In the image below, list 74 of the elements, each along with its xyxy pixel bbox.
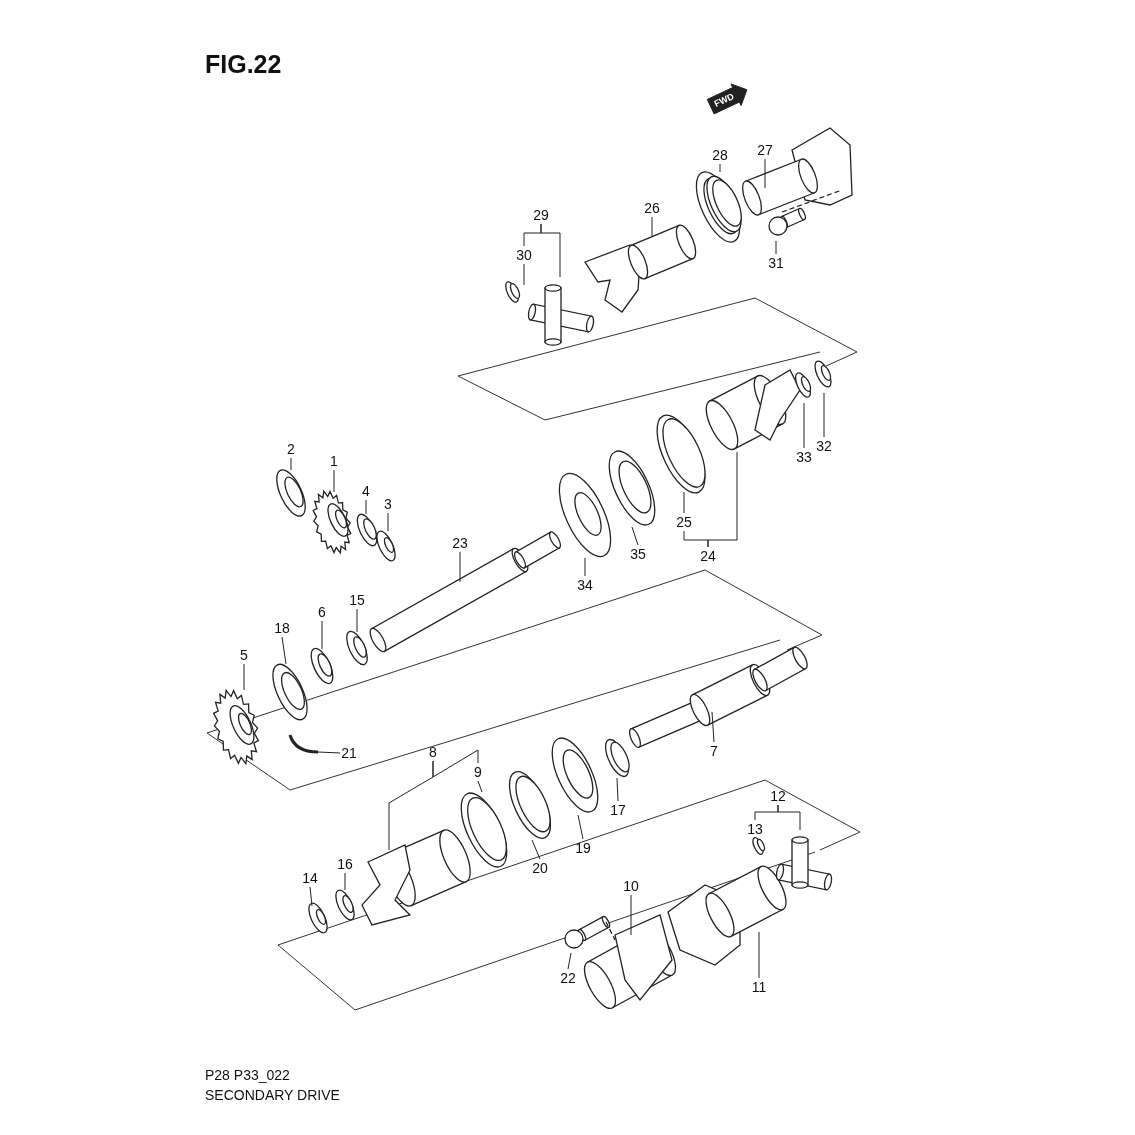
leader-line: [775, 240, 777, 255]
leader-line: [387, 512, 389, 532]
figure-caption: SECONDARY DRIVE: [205, 1087, 340, 1103]
leader-line: [531, 839, 541, 860]
callout-number: 32: [816, 438, 832, 454]
callout-number: 2: [287, 441, 295, 457]
leader-line: [317, 751, 341, 754]
leader-line: [764, 158, 766, 189]
leader-line: [577, 814, 584, 840]
leader-line: [651, 216, 653, 237]
leader-line: [711, 711, 715, 743]
callout-number: 15: [349, 592, 365, 608]
leader-line: [719, 163, 721, 173]
leader-line: [281, 636, 287, 665]
callout-number: 29: [533, 207, 549, 223]
leader-line: [309, 886, 313, 907]
leader-line: [243, 663, 245, 691]
leader-line: [365, 499, 367, 515]
drawing-code: P28 P33_022: [205, 1067, 290, 1083]
callout-number: 21: [341, 745, 357, 761]
callout-number: 14: [302, 870, 318, 886]
leader-line: [777, 804, 801, 831]
leader-line: [432, 749, 479, 778]
callout-number: 23: [452, 535, 468, 551]
callout-number: 10: [623, 878, 639, 894]
leader-line: [823, 392, 825, 438]
leader-line: [477, 780, 483, 793]
callout-number: 16: [337, 856, 353, 872]
leader-line: [523, 263, 525, 286]
callout-number: 3: [384, 496, 392, 512]
leader-line: [683, 491, 685, 514]
leader-line: [333, 469, 335, 493]
callout-number: 13: [747, 821, 763, 837]
leader-line: [344, 872, 346, 891]
callout-number: 18: [274, 620, 290, 636]
callout-number: 33: [796, 449, 812, 465]
callout-number: 1: [330, 453, 338, 469]
callout-number: 31: [768, 255, 784, 271]
leader-line: [321, 620, 323, 650]
callout-number: 25: [676, 514, 692, 530]
callout-number: 24: [700, 548, 716, 564]
callout-number: 4: [362, 483, 370, 499]
leader-line: [540, 223, 561, 278]
leader-line: [707, 451, 738, 548]
callout-number: 19: [575, 840, 591, 856]
callout-number: 6: [318, 604, 326, 620]
leader-line: [631, 526, 639, 546]
leader-line: [803, 402, 805, 449]
figure-title: FIG.22: [205, 50, 282, 79]
leader-line: [630, 894, 632, 936]
leader-line: [758, 931, 760, 979]
leader-line: [584, 557, 586, 577]
leader-line: [290, 457, 292, 471]
callout-number: 28: [712, 147, 728, 163]
callout-number: 5: [240, 647, 248, 663]
callout-number: 22: [560, 970, 576, 986]
leader-line: [567, 952, 572, 970]
callout-number: 12: [770, 788, 786, 804]
callout-number: 26: [644, 200, 660, 216]
callout-number: 9: [474, 764, 482, 780]
leader-line: [356, 608, 358, 633]
callout-number: 8: [429, 744, 437, 760]
direction-label: FWD: [712, 91, 736, 109]
callout-number: 20: [532, 860, 548, 876]
callout-number: 27: [757, 142, 773, 158]
callout-number: 34: [577, 577, 593, 593]
leader-line: [459, 551, 461, 583]
callout-number: 7: [710, 743, 718, 759]
leader-line: [388, 760, 434, 851]
callout-number: 30: [516, 247, 532, 263]
callout-number: 35: [630, 546, 646, 562]
leader-line: [616, 777, 619, 802]
callout-number: 17: [610, 802, 626, 818]
callout-number: 11: [751, 979, 767, 995]
